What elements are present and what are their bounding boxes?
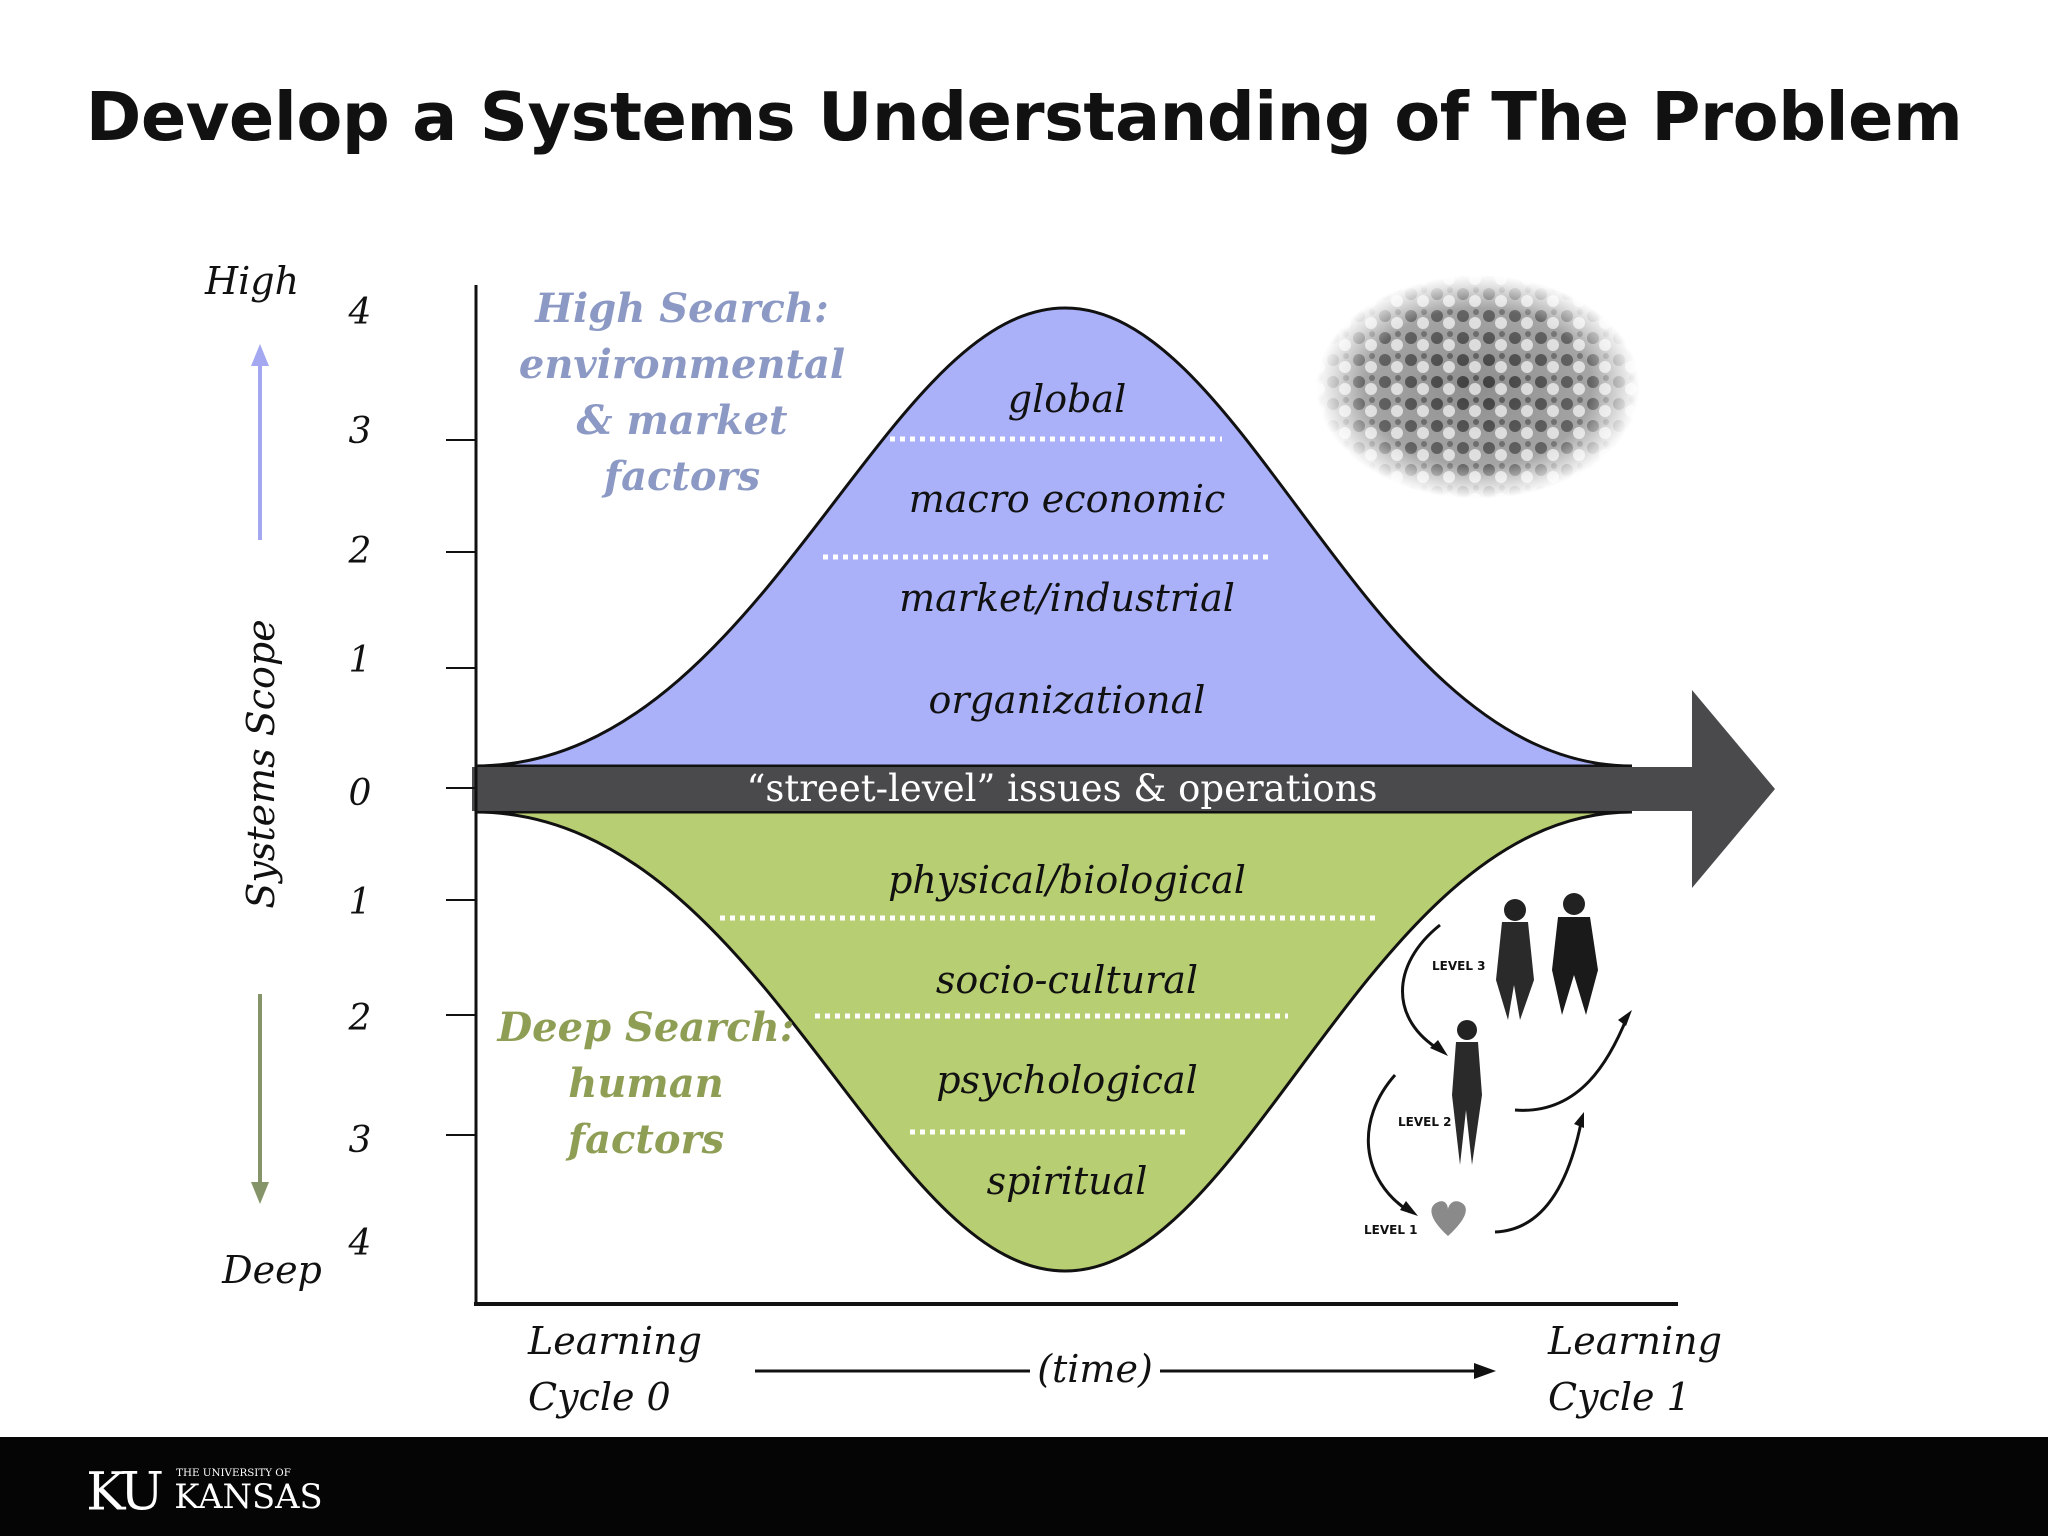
heart-icon [1431,1201,1466,1236]
lower-bell-fill [474,810,1633,1273]
y-axis-ticks [446,439,476,1136]
x-end-line2: Cycle 1 [1548,1375,1691,1419]
tick-up-4: 4 [348,292,372,333]
time-arrow [755,1363,1496,1379]
ku-logo-mark: KU [86,1462,162,1519]
tick-up-1: 1 [349,640,372,681]
footer-bar: KU THE UNIVERSITY OF KANSAS [0,1437,2048,1536]
high-search-label: High Search: environmental & market fact… [519,285,845,500]
tick-down-2: 2 [348,998,372,1039]
level-1-label: LEVEL 1 [1364,1223,1418,1237]
ku-logo-big: KANSAS [174,1477,322,1516]
layer-psychological: psychological [936,1058,1198,1102]
svg-text:human: human [568,1060,724,1107]
levels-illustration: LEVEL 3 LEVEL 2 LEVEL 1 [1364,893,1632,1237]
down-arrow [251,994,269,1204]
x-start-line2: Cycle 0 [528,1375,671,1419]
level-2-label: LEVEL 2 [1398,1115,1452,1129]
svg-text:factors: factors [565,1116,724,1163]
tick-down-4: 4 [348,1223,372,1264]
ku-logo-small: THE UNIVERSITY OF [176,1467,291,1479]
svg-text:environmental: environmental [519,341,845,388]
layer-market-industrial: market/industrial [899,576,1235,620]
axis-high-label: High [204,259,299,303]
tick-up-2: 2 [348,531,372,572]
systems-scope-label: Systems Scope [239,619,283,908]
street-level-label: “street-level” issues & operations [746,767,1377,810]
tick-down-1: 1 [349,882,372,923]
woman-figure [1452,1020,1482,1165]
street-level-arrow [472,690,1775,888]
deep-search-label: Deep Search: human factors [496,1004,794,1163]
up-arrow [251,344,269,540]
tick-down-3: 3 [349,1120,372,1161]
x-end-line1: Learning [1547,1319,1722,1363]
layer-spiritual: spiritual [987,1159,1148,1203]
layer-global: global [1008,377,1127,421]
tick-zero: 0 [349,773,372,814]
svg-text:Deep Search:: Deep Search: [496,1004,794,1051]
axis-deep-label: Deep [221,1248,322,1292]
systems-scope-diagram: “street-level” issues & operations globa… [204,259,1775,1419]
ku-logo: KU THE UNIVERSITY OF KANSAS [86,1462,323,1519]
time-label: (time) [1037,1347,1153,1391]
layer-physical-biological: physical/biological [888,858,1246,902]
slide-title: Develop a Systems Understanding of The P… [85,78,1963,156]
couple-figure [1496,893,1598,1020]
x-start-line1: Learning [527,1319,702,1363]
svg-text:& market: & market [577,397,789,444]
upper-bell-fill [474,306,1633,768]
layer-organizational: organizational [929,678,1206,722]
crowd-image [1316,275,1640,499]
layer-socio-cultural: socio-cultural [936,958,1198,1002]
layer-macro-economic: macro economic [909,477,1226,521]
svg-text:High Search:: High Search: [534,285,829,332]
tick-up-3: 3 [349,411,372,452]
svg-text:factors: factors [601,453,760,500]
level-3-label: LEVEL 3 [1432,959,1486,973]
